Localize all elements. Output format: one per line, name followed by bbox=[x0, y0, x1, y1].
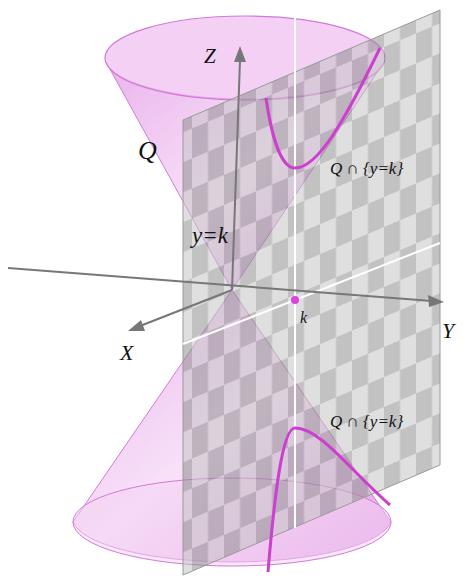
intersection-label: Q ∩ {y=k} bbox=[330, 413, 403, 430]
axis-label: Y bbox=[442, 320, 454, 342]
surface-label: Q bbox=[138, 138, 157, 164]
axis-label: X bbox=[120, 342, 133, 364]
plane-label: y=k bbox=[192, 224, 228, 247]
axis-label: Z bbox=[204, 46, 216, 67]
point-label: k bbox=[300, 310, 307, 326]
intersection-label: Q ∩ {y=k} bbox=[330, 160, 403, 177]
